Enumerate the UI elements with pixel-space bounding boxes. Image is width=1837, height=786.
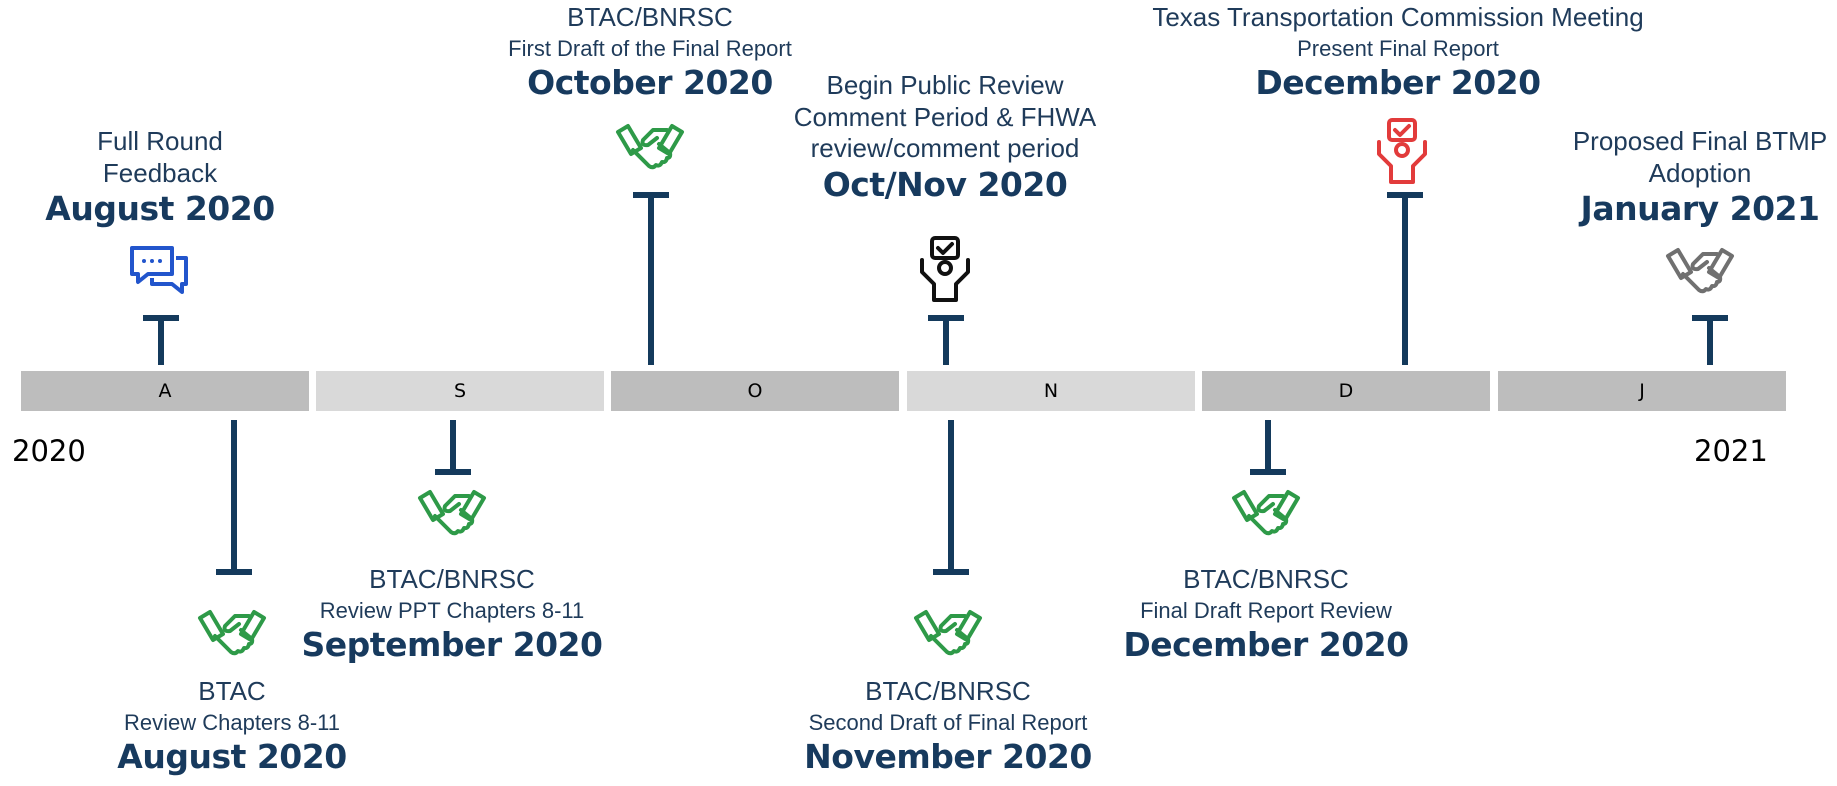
handshake-icon (616, 124, 684, 170)
connector-cap (1387, 192, 1423, 198)
event-subtitle: Final Draft Report Review (1140, 597, 1392, 623)
event-title: Feedback (102, 157, 218, 188)
event-date: August 2020 (45, 189, 275, 229)
event-title: Begin Public Review (826, 70, 1064, 100)
connector-cap (933, 569, 969, 575)
connector-stem (648, 192, 654, 365)
event-oct-first-draft: BTAC/BNRSC First Draft of the Final Repo… (508, 2, 792, 103)
event-nov-second-draft: BTAC/BNRSC Second Draft of Final Report … (804, 676, 1092, 777)
event-title: Comment Period & FHWA (793, 101, 1097, 132)
month-band-dec: D (1202, 371, 1490, 411)
event-subtitle: Review PPT Chapters 8-11 (319, 597, 585, 623)
event-title: Proposed Final BTMP (1572, 126, 1828, 156)
event-subtitle: First Draft of the Final Report (508, 35, 792, 61)
event-date: December 2020 (1123, 624, 1409, 664)
handshake-icon (418, 490, 486, 536)
event-date: September 2020 (301, 624, 603, 664)
connector-cap (1692, 315, 1728, 321)
event-subtitle: Present Final Report (1297, 35, 1499, 61)
event-title: BTAC/BNRSC (865, 676, 1031, 706)
chat-bubbles-icon (130, 246, 188, 294)
month-label: D (1338, 380, 1354, 402)
month-band-aug: A (21, 371, 309, 411)
year-end-label: 2021 (1694, 434, 1768, 468)
event-title: Adoption (1648, 157, 1752, 188)
year-start-label: 2020 (12, 434, 86, 468)
event-jan-adoption: Proposed Final BTMP Adoption January 202… (1573, 126, 1827, 230)
handshake-icon (198, 610, 266, 656)
event-title: BTAC (198, 676, 266, 706)
connector-stem (231, 420, 237, 572)
event-date: Oct/Nov 2020 (822, 165, 1068, 205)
event-title: BTAC/BNRSC (1183, 564, 1349, 594)
event-date: November 2020 (804, 736, 1092, 776)
connector-cap (928, 315, 964, 321)
event-public-review: Begin Public Review Comment Period & FHW… (794, 70, 1096, 205)
person-approval-icon (1377, 118, 1427, 184)
event-aug-btac-review: BTAC Review Chapters 8-11 August 2020 (117, 676, 347, 777)
person-approval-icon (920, 236, 970, 302)
handshake-icon (914, 610, 982, 656)
connector-cap (143, 315, 179, 321)
event-date: August 2020 (117, 736, 347, 776)
handshake-icon (1666, 248, 1734, 294)
month-label: S (453, 380, 467, 402)
event-dec-commission: Texas Transportation Commission Meeting … (1152, 2, 1643, 103)
connector-stem (943, 315, 949, 365)
month-band-jan: J (1498, 371, 1786, 411)
event-title: BTAC/BNRSC (369, 564, 535, 594)
event-date: January 2021 (1580, 189, 1820, 229)
event-sep-review: BTAC/BNRSC Review PPT Chapters 8-11 Sept… (302, 564, 603, 665)
event-date: October 2020 (527, 62, 773, 102)
event-subtitle: Second Draft of Final Report (808, 709, 1088, 735)
connector-cap (216, 569, 252, 575)
event-date: December 2020 (1255, 62, 1541, 102)
connector-stem (450, 420, 456, 472)
connector-cap (1250, 469, 1286, 475)
event-title: Full Round (97, 126, 223, 156)
event-title: review/comment period (810, 133, 1080, 164)
month-label: O (747, 380, 763, 402)
month-label: J (1639, 380, 1645, 402)
connector-stem (1265, 420, 1271, 472)
connector-stem (1402, 192, 1408, 365)
connector-cap (435, 469, 471, 475)
connector-cap (633, 192, 669, 198)
event-aug-feedback: Full Round Feedback August 2020 (45, 126, 275, 230)
handshake-icon (1232, 490, 1300, 536)
connector-stem (158, 315, 164, 365)
event-title: Texas Transportation Commission Meeting (1152, 2, 1644, 32)
event-dec-final-draft: BTAC/BNRSC Final Draft Report Review Dec… (1123, 564, 1409, 665)
event-subtitle: Review Chapters 8-11 (123, 709, 341, 735)
month-band-sep: S (316, 371, 604, 411)
month-band-oct: O (611, 371, 899, 411)
connector-stem (1707, 315, 1713, 365)
month-label: A (158, 380, 172, 402)
connector-stem (948, 420, 954, 572)
month-label: N (1043, 380, 1059, 402)
event-title: BTAC/BNRSC (567, 2, 733, 32)
month-band-nov: N (907, 371, 1195, 411)
